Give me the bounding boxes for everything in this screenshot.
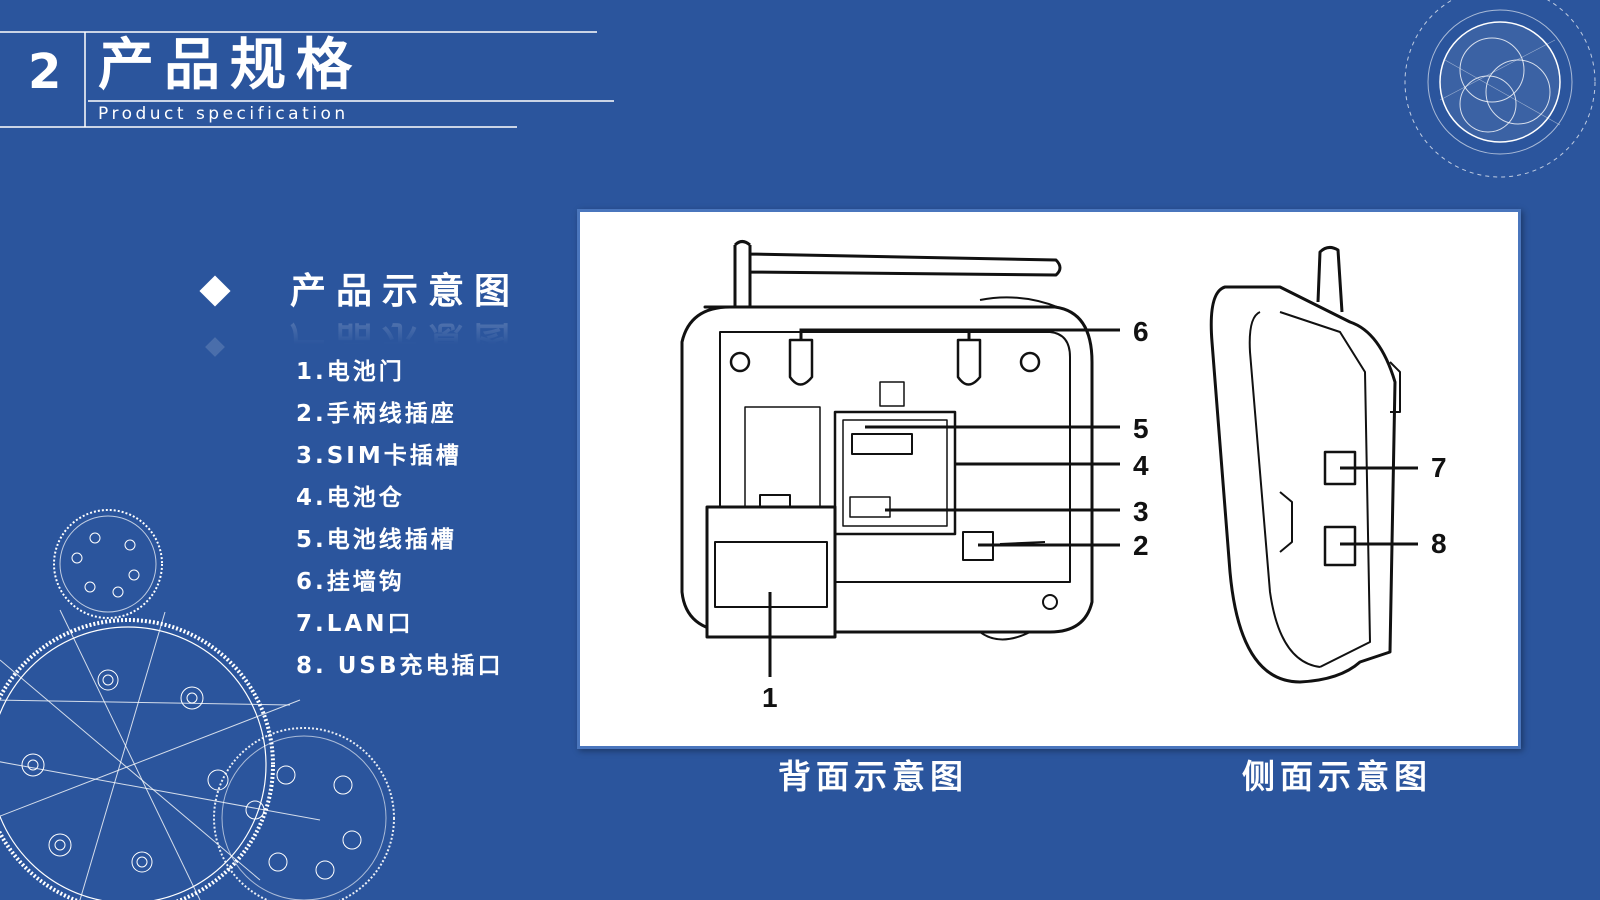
page-title: 产品规格 [98,33,362,98]
callout-label: 2 [1133,530,1149,561]
gear-large-icon [0,609,321,900]
parts-list: 1.电池门 2.手柄线插座 3.SIM卡插槽 4.电池仓 5.电池线插槽 6.挂… [296,357,504,693]
parts-list-item: 2.手柄线插座 [296,401,457,427]
circle-emblem-icon [1404,0,1596,178]
section-title: 产品示意图 [290,271,521,312]
callout-label: 5 [1133,413,1149,444]
phone-back-view-illustration [680,240,1094,641]
page-subtitle: Product specification [98,104,349,124]
parts-list-item: 7.LAN口 [296,611,414,637]
parts-list-item: 3.SIM卡插槽 [296,443,462,469]
callout-label: 7 [1431,452,1447,483]
antenna-icon [733,240,1062,307]
gear-medium-icon [213,727,395,900]
parts-list-item: 1.电池门 [296,359,405,385]
parts-list-item: 8. USB充电插口 [296,653,504,679]
parts-list-item: 5.电池线插槽 [296,527,457,553]
callout-label: 4 [1133,450,1149,481]
callout-label: 1 [762,682,778,713]
diagram-panel: 6 5 4 3 2 1 7 8 [577,209,1521,749]
wall-hook-icon [788,338,814,386]
callout-lines [768,328,1418,677]
parts-list-item: 6.挂墙钩 [296,569,405,595]
phone-side-view-illustration [1209,245,1401,684]
parts-list-item: 4.电池仓 [296,485,405,511]
usb-port-icon [1323,525,1357,567]
callout-label: 3 [1133,496,1149,527]
back-view-caption: 背面示意图 [778,757,968,796]
callout-label: 6 [1133,316,1149,347]
gear-small-icon [53,509,163,619]
side-view-caption: 侧面示意图 [1242,757,1432,796]
wall-hook-icon [956,338,982,386]
section-number: 2 [28,44,62,100]
section-title-reflection: 产品示意图 [290,318,521,356]
antenna-icon [1316,245,1344,313]
callout-label: 8 [1431,528,1447,559]
